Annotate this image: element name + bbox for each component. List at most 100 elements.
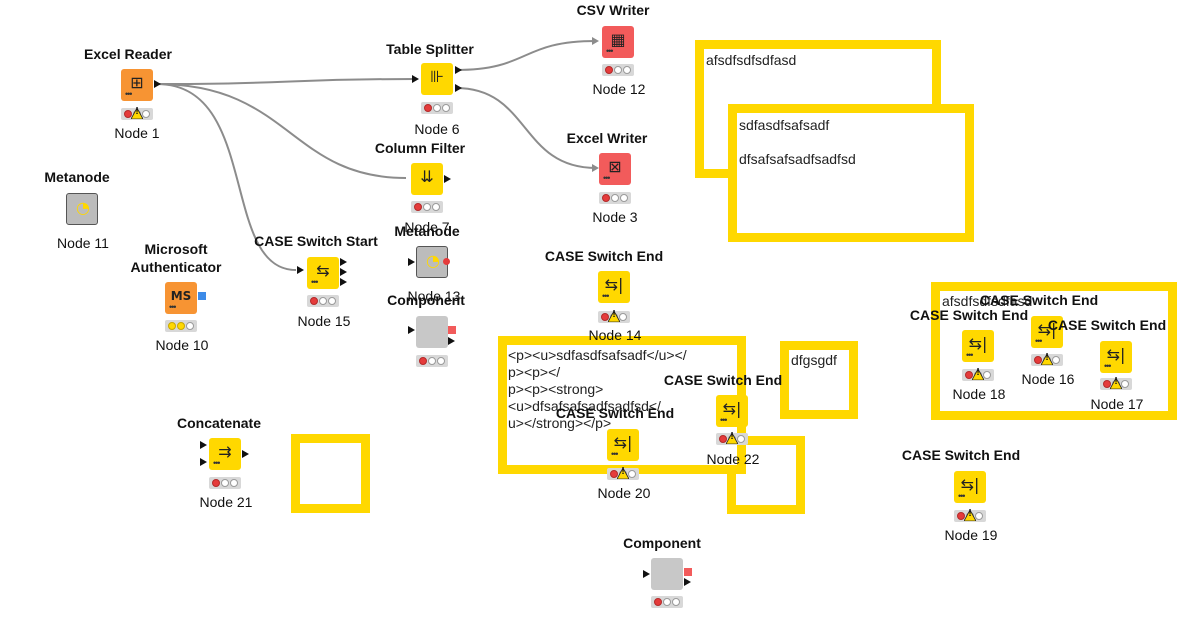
excel-reader-icon[interactable]: ⊞••• <box>121 69 153 101</box>
node-label[interactable]: Node 1 <box>114 125 160 141</box>
case-switch-start-icon[interactable]: ⇆••• <box>307 257 339 289</box>
workflow-annotation[interactable]: sdfasdfsafsadf dfsafsafsadfsadfsd <box>728 104 974 242</box>
output-port[interactable] <box>340 268 347 276</box>
input-port[interactable] <box>412 75 419 83</box>
node-label[interactable]: Node 17 <box>1090 396 1144 412</box>
status-light <box>620 194 628 202</box>
switch-end-glyph-icon: ⇆| <box>960 475 980 494</box>
node-label[interactable]: Node 19 <box>944 527 998 543</box>
status-light <box>611 194 619 202</box>
excel-glyph-icon: ⊞ <box>130 73 144 92</box>
warning-icon: ! <box>725 431 739 445</box>
switch-end-glyph-icon: ⇆| <box>613 433 633 452</box>
switch-end-glyph-icon: ⇆| <box>722 399 742 418</box>
node-title: CASE Switch End <box>901 447 1021 463</box>
node-label[interactable]: Node 12 <box>592 81 646 97</box>
column-filter-icon[interactable]: ⇊ <box>411 163 443 195</box>
node-label[interactable]: Node 18 <box>952 386 1006 402</box>
node-title: CASE Switch End <box>544 248 664 264</box>
case-switch-end-icon[interactable]: ⇆|••• <box>962 330 994 362</box>
switch-end-glyph-icon: ⇆| <box>604 275 624 294</box>
concatenate-icon[interactable]: ⇉••• <box>209 438 241 470</box>
status-light-red <box>1034 356 1042 364</box>
node-title: CASE Switch End <box>555 405 675 421</box>
status-light <box>186 322 194 330</box>
splitter-glyph-icon: ⊪ <box>430 67 444 86</box>
metanode-icon[interactable]: ◔ <box>416 246 448 278</box>
input-port[interactable] <box>200 458 207 466</box>
case-switch-end-icon[interactable]: ⇆|••• <box>607 429 639 461</box>
status-light <box>221 479 229 487</box>
clock-glyph-icon: ◔ <box>76 198 90 217</box>
switch-end-glyph-icon: ⇆| <box>1106 345 1126 364</box>
node-label[interactable]: Node 16 <box>1021 371 1075 387</box>
node-title: Excel Writer <box>566 130 648 146</box>
case-switch-end-icon[interactable]: ⇆|••• <box>1031 316 1063 348</box>
input-port[interactable] <box>643 570 650 578</box>
case-switch-end-icon[interactable]: ⇆|••• <box>598 271 630 303</box>
workflow-annotation[interactable] <box>291 434 370 513</box>
input-port[interactable] <box>200 441 207 449</box>
output-port[interactable] <box>242 450 249 458</box>
node-label[interactable]: Node 15 <box>297 313 351 329</box>
node-label[interactable]: Node 22 <box>706 451 760 467</box>
output-port[interactable] <box>448 337 455 345</box>
status-light <box>737 435 745 443</box>
case-switch-end-icon[interactable]: ⇆|••• <box>716 395 748 427</box>
case-switch-end-icon[interactable]: ⇆|••• <box>954 471 986 503</box>
status-light <box>614 66 622 74</box>
component-icon[interactable] <box>651 558 683 590</box>
node-title: Concatenate <box>176 415 262 431</box>
status-light <box>432 203 440 211</box>
status-light-red <box>212 479 220 487</box>
table-splitter-icon[interactable]: ⊪ <box>421 63 453 95</box>
case-switch-end-icon[interactable]: ⇆|••• <box>1100 341 1132 373</box>
status-light-red <box>310 297 318 305</box>
node-label[interactable]: Node 14 <box>588 327 642 343</box>
node-label[interactable]: Node 3 <box>592 209 638 225</box>
input-port[interactable] <box>408 258 415 266</box>
output-port[interactable] <box>443 258 450 265</box>
status-light-red <box>124 110 132 118</box>
traffic-light <box>307 295 339 307</box>
node-label[interactable]: Node 11 <box>57 235 109 251</box>
output-port[interactable] <box>198 292 206 300</box>
annotation-text: <p><u>sdfasdfsafsadf</u></ p><p></ p><p>… <box>508 347 687 431</box>
node-label[interactable]: Node 7 <box>404 219 450 235</box>
node-label[interactable]: Node 10 <box>155 337 209 353</box>
node-label[interactable]: Node 20 <box>597 485 651 501</box>
output-port[interactable] <box>684 578 691 586</box>
input-port[interactable] <box>408 326 415 334</box>
output-port[interactable] <box>154 80 161 88</box>
output-port[interactable] <box>340 278 347 286</box>
component-icon[interactable] <box>416 316 448 348</box>
status-light-red <box>965 371 973 379</box>
traffic-light <box>416 355 448 367</box>
metanode-icon[interactable]: ◔ <box>66 193 98 225</box>
microsoft-authenticator-icon[interactable]: MS••• <box>165 282 197 314</box>
node-title: Table Splitter <box>386 41 474 57</box>
output-port[interactable] <box>444 175 451 183</box>
node-title: Metanode <box>44 169 110 185</box>
output-port[interactable] <box>455 84 462 92</box>
node-dots-icon: ••• <box>602 291 610 301</box>
node-label[interactable]: Node 6 <box>414 121 460 137</box>
workflow-annotation[interactable]: dfgsgdf <box>780 341 858 419</box>
node-label[interactable]: Node 21 <box>199 494 253 510</box>
output-port[interactable] <box>340 258 347 266</box>
traffic-light <box>411 201 443 213</box>
annotation-text: dfgsgdf <box>791 352 837 368</box>
status-light-yellow <box>168 322 176 330</box>
output-port[interactable] <box>455 66 462 74</box>
csv-writer-icon[interactable]: ▦••• <box>602 26 634 58</box>
node-label[interactable]: Node 13 <box>407 288 461 304</box>
status-light-red <box>957 512 965 520</box>
output-port[interactable] <box>684 568 692 576</box>
status-light <box>437 357 445 365</box>
excel-writer-icon[interactable]: ⊠••• <box>599 153 631 185</box>
output-port[interactable] <box>448 326 456 334</box>
connection-wire <box>156 83 407 179</box>
traffic-light <box>602 64 634 76</box>
input-port[interactable] <box>297 266 304 274</box>
